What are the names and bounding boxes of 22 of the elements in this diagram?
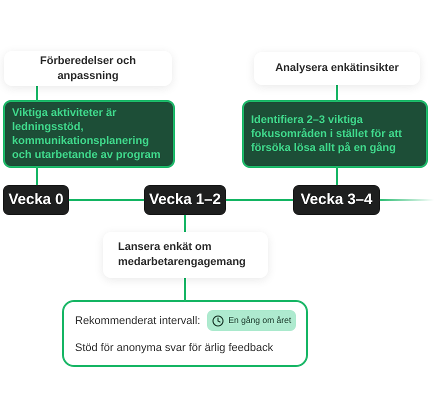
connector-line: [69, 199, 144, 201]
step-card: Analysera enkätinsikter: [254, 52, 420, 85]
connector-line: [336, 85, 338, 100]
connector-line: [36, 86, 38, 100]
note-box: Viktiga aktiviteter är ledningsstöd, kommunikationsplanering och utarbetande av program: [3, 100, 175, 168]
connector-line: [184, 215, 186, 232]
connector-line: [184, 278, 186, 300]
week-label: Vecka 0: [3, 185, 69, 215]
connector-line: [380, 199, 434, 201]
step-card: Lansera enkät om medarbetarengagemang: [103, 232, 268, 278]
step-card: Förberedelser och anpassning: [4, 51, 172, 86]
week-label: Vecka 3–4: [293, 185, 380, 215]
week-label: Vecka 1–2: [144, 185, 226, 215]
connector-line: [36, 168, 38, 185]
feature-text: Stöd för anonyma svar för ärlig feedback: [75, 341, 274, 356]
interval-text: En gång om året: [228, 314, 292, 328]
field-label: Rekommenderat intervall:: [75, 314, 200, 328]
connector-line: [336, 168, 338, 185]
connector-line: [226, 199, 293, 201]
note-box: Identifiera 2–3 viktiga fokusområden i stället för att försöka lösa allt på en gång: [242, 100, 428, 168]
info-panel: [62, 300, 308, 367]
interval-tag: [207, 310, 296, 332]
